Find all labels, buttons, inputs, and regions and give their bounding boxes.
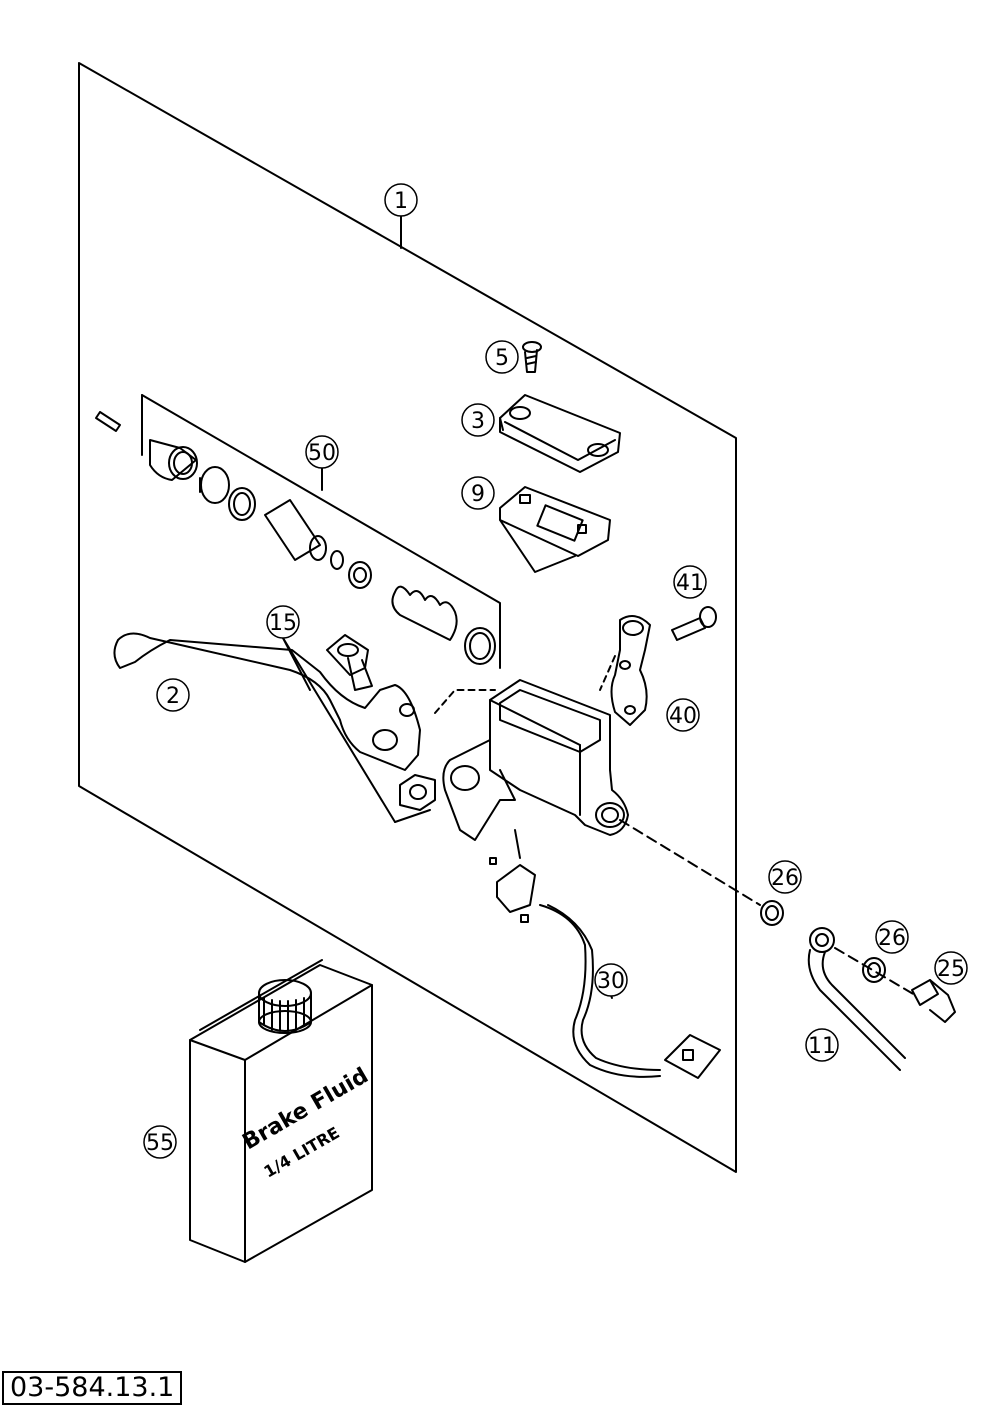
callout-label: 41 [676, 571, 704, 596]
callout-circle [461, 403, 495, 437]
callout-circle [305, 435, 339, 469]
copper-washer-part-26 [760, 900, 886, 983]
reservoir-cover-part-3 [499, 394, 621, 473]
callout-circle [768, 860, 802, 894]
callout-c11: 11 [805, 1028, 839, 1062]
callout-c26a: 26 [768, 860, 802, 894]
brake-lever-part-2 [113, 632, 421, 771]
callout-c55: 55 [143, 1125, 177, 1159]
brake-switch-part-30 [489, 829, 721, 1079]
callout-circle [485, 340, 519, 374]
reference-number: 03-584.13.1 [2, 1371, 183, 1405]
callout-c3: 3 [461, 403, 495, 437]
callout-c5: 5 [485, 340, 519, 374]
handlebar-clamp-part-40 [610, 615, 651, 726]
callout-label: 9 [471, 482, 485, 507]
callout-label: 30 [597, 969, 625, 994]
callout-label: 11 [808, 1034, 836, 1059]
callout-c9: 9 [461, 476, 495, 510]
callout-label: 26 [771, 866, 799, 891]
callout-circle [805, 1028, 839, 1062]
callout-circle [594, 963, 628, 997]
callout-c41: 41 [673, 565, 707, 599]
callout-label: 26 [878, 926, 906, 951]
callout-label: 5 [495, 346, 509, 371]
callout-circle [156, 678, 190, 712]
callout-c30: 30 [594, 963, 628, 997]
callout-label: 3 [471, 409, 485, 434]
callout-label: 1 [394, 189, 408, 214]
brake-line-part-11 [807, 927, 906, 1071]
callout-circle [266, 605, 300, 639]
callout-label: 2 [166, 684, 180, 709]
callout-circle [384, 183, 418, 217]
banjo-bolt-part-25 [911, 979, 956, 1023]
callout-label: 25 [937, 957, 965, 982]
callout-label: 55 [146, 1131, 174, 1156]
callout-c2: 2 [156, 678, 190, 712]
callout-label: 50 [308, 441, 336, 466]
brake-fluid-can-part-55 [189, 959, 373, 1263]
diaphragm-part-9 [499, 486, 611, 573]
subassembly-50-bracket [141, 394, 501, 669]
screw-part-41 [671, 606, 717, 641]
adjuster-part-15 [326, 634, 373, 691]
callout-c50: 50 [305, 435, 339, 469]
callout-circle [461, 476, 495, 510]
callout-c25: 25 [934, 951, 968, 985]
assembly-frame [78, 62, 737, 1173]
callout-c26b: 26 [875, 920, 909, 954]
callout-label: 15 [269, 611, 297, 636]
callout-c15: 15 [266, 605, 300, 639]
piston-kit-part-50 [95, 411, 496, 665]
callout-circle [673, 565, 707, 599]
screw-part-5 [522, 341, 542, 373]
callout-circle [875, 920, 909, 954]
master-cylinder-body [399, 679, 629, 841]
callout-c1: 1 [384, 183, 418, 217]
callout-circle [666, 698, 700, 732]
callout-label: 40 [669, 704, 697, 729]
callout-circle [934, 951, 968, 985]
callout-c40: 40 [666, 698, 700, 732]
callout-circle [143, 1125, 177, 1159]
